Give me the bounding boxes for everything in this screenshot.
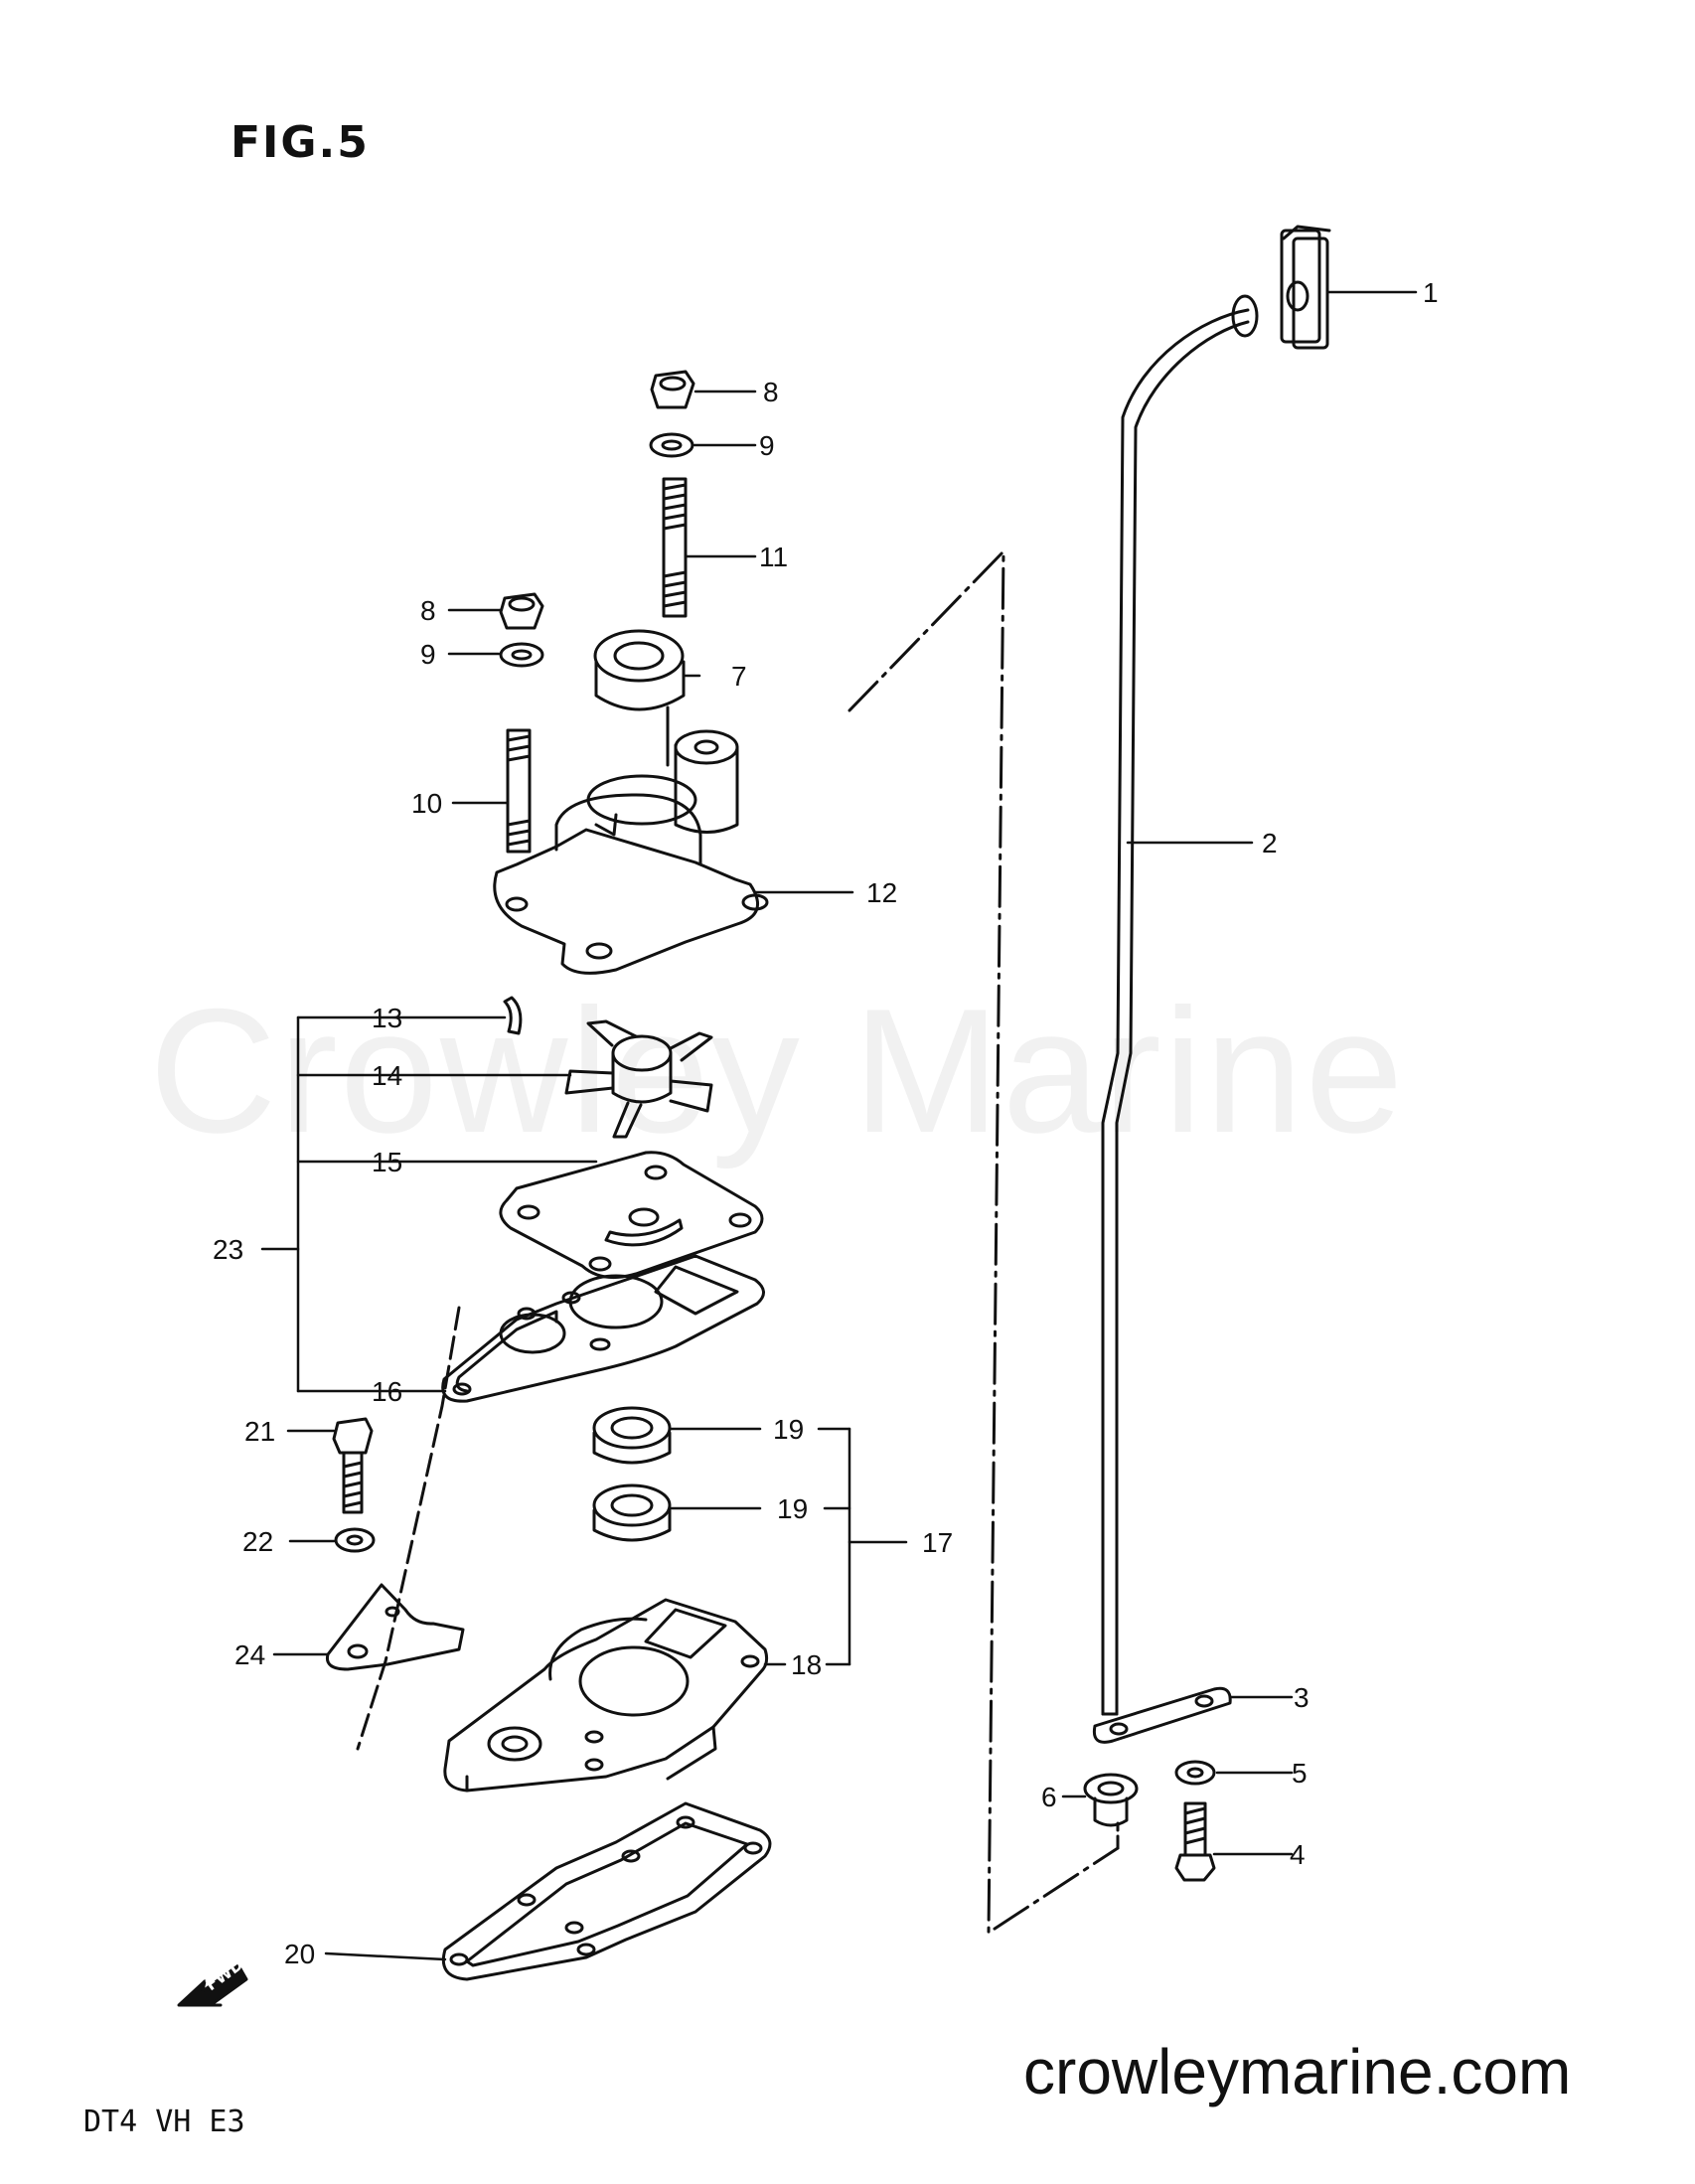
part-1-grommet: [1280, 225, 1331, 350]
part-6-bushing: [1083, 1773, 1139, 1827]
callout-3: 3: [1294, 1682, 1310, 1713]
leader-lines: [260, 290, 1418, 1961]
callout-20: 20: [284, 1939, 315, 1969]
part-7-oil-seal: [593, 629, 686, 767]
part-3-plate: [1092, 1686, 1232, 1744]
callout-6: 6: [1041, 1782, 1057, 1812]
callout-5: 5: [1292, 1758, 1308, 1789]
callout-4: 4: [1290, 1839, 1306, 1870]
watermark-text: Crowley Marine: [149, 972, 1406, 1170]
callout-9-side: 9: [420, 639, 436, 670]
part-16-gasket: [441, 1254, 765, 1403]
callout-12: 12: [866, 877, 897, 908]
callout-13: 13: [372, 1003, 402, 1033]
callout-8-top: 8: [763, 377, 779, 407]
part-15-plate: [499, 1151, 764, 1280]
callout-numbers: 1 2 3 4 5 6 7 8 8 9 9 10 11 12 13 14 15 …: [213, 277, 1439, 1969]
callout-15: 15: [372, 1147, 402, 1177]
part-19-bearing-top: [592, 1406, 672, 1465]
callout-19-top: 19: [773, 1414, 804, 1445]
callout-11: 11: [759, 542, 788, 572]
callout-24: 24: [234, 1639, 265, 1670]
part-9-washer-top: [649, 432, 694, 458]
callout-18: 18: [791, 1649, 822, 1680]
callout-8-side: 8: [420, 595, 436, 626]
part-2-tube: [1101, 294, 1259, 1716]
part-8-nut-top: [650, 370, 695, 409]
part-21-bolt: [332, 1417, 374, 1514]
part-18-pump-base: [443, 1598, 769, 1793]
part-10-stud: [506, 728, 532, 854]
callout-2: 2: [1262, 828, 1278, 858]
callout-21: 21: [244, 1416, 275, 1447]
callout-10: 10: [411, 788, 442, 819]
part-24-clip: [325, 1583, 465, 1671]
part-14-impeller: [564, 1019, 713, 1139]
part-9-washer-side: [499, 642, 544, 668]
callout-9-top: 9: [759, 430, 775, 461]
assembly-dash-line: [848, 549, 1120, 1935]
website-label: crowleymarine.com: [1023, 2036, 1572, 2107]
fwd-arrow-icon: [177, 1963, 248, 2007]
callout-7: 7: [731, 661, 747, 692]
part-5-washer: [1174, 1760, 1216, 1786]
part-20-gasket: [441, 1801, 772, 1981]
figure-title: FIG.5: [231, 117, 370, 168]
callout-14: 14: [372, 1060, 402, 1091]
callout-1: 1: [1423, 277, 1439, 308]
callout-23: 23: [213, 1234, 243, 1265]
part-4-bolt: [1174, 1801, 1216, 1882]
callout-22: 22: [242, 1526, 273, 1557]
part-22-washer: [334, 1527, 376, 1553]
callout-17: 17: [922, 1527, 953, 1558]
callout-16: 16: [372, 1376, 402, 1407]
part-11-stud: [662, 477, 688, 618]
callout-19-bottom: 19: [777, 1493, 808, 1524]
part-12-pump-case: [493, 729, 769, 975]
part-8-nut-side: [499, 592, 544, 630]
part-19-bearing-bottom: [592, 1483, 672, 1542]
model-code: DT4 VH E3: [83, 2105, 245, 2139]
part-13-key: [503, 996, 523, 1035]
alignment-line: [356, 1306, 461, 1751]
